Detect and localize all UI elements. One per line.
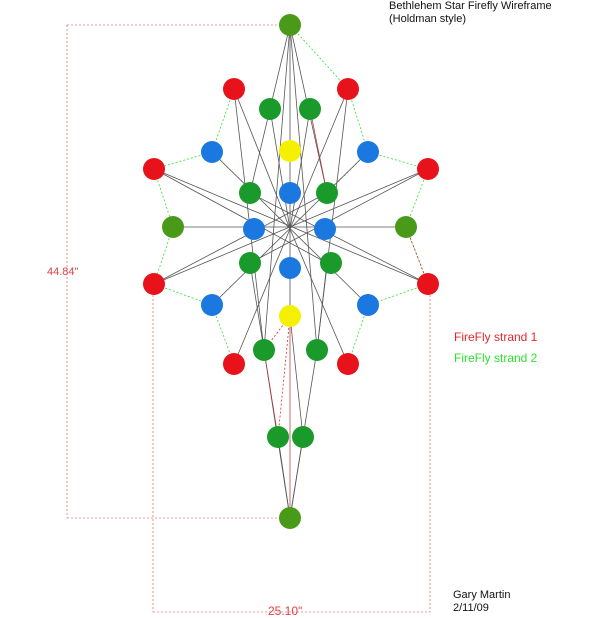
node-bottom	[279, 507, 301, 529]
node-blue	[243, 218, 265, 240]
node-blue	[314, 218, 336, 240]
node-blue	[357, 141, 379, 163]
node-green	[239, 182, 261, 204]
height-dimension-label: 44.84"	[47, 266, 79, 278]
node-green	[239, 252, 261, 274]
diagram-subtitle: (Holdman style)	[389, 13, 467, 25]
node-green	[306, 339, 328, 361]
author-name: Gary Martin	[453, 589, 511, 601]
node-red	[143, 273, 165, 295]
wire-lines-red	[263, 108, 328, 518]
legend-strand2: FireFly strand 2	[454, 351, 538, 365]
node-green	[259, 98, 281, 120]
node-blue	[201, 294, 223, 316]
legend-strand1: FireFly strand 1	[454, 330, 538, 344]
node-blue	[279, 182, 301, 204]
node-green	[267, 426, 289, 448]
node-yellow	[279, 305, 301, 327]
node-blue	[357, 294, 379, 316]
node-blue	[279, 257, 301, 279]
node-green	[316, 182, 338, 204]
node-yellow	[279, 140, 301, 162]
node-left-mid	[162, 216, 184, 238]
strand1-outline	[263, 226, 429, 438]
node-green	[253, 339, 275, 361]
node-red	[337, 353, 359, 375]
node-red	[223, 78, 245, 100]
node-red	[417, 273, 439, 295]
node-red	[337, 78, 359, 100]
node-top	[279, 14, 301, 36]
node-red	[223, 353, 245, 375]
author-date: 2/11/09	[453, 602, 489, 614]
height-dimension	[66, 24, 285, 519]
diagram-title: Bethlehem Star Firefly Wireframe	[389, 0, 552, 12]
node-green	[320, 252, 342, 274]
node-red	[143, 158, 165, 180]
node-green	[299, 98, 321, 120]
nodes	[143, 14, 439, 529]
node-green	[292, 426, 314, 448]
width-dimension	[152, 295, 431, 613]
node-blue	[201, 141, 223, 163]
node-right-mid	[395, 216, 417, 238]
node-red	[417, 158, 439, 180]
width-dimension-label: 25.10"	[268, 604, 303, 618]
